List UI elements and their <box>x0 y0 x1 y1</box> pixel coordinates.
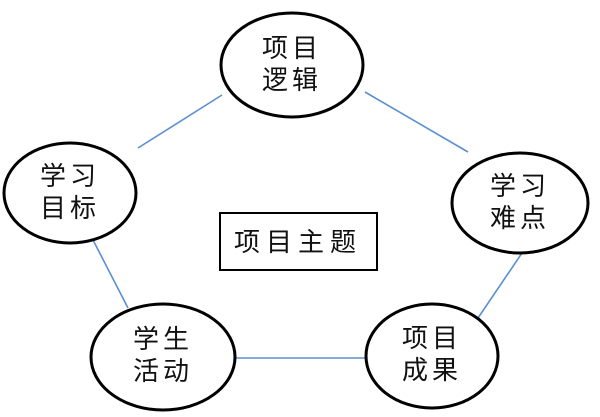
node-student-activity-line1: 学生 <box>133 325 193 355</box>
edge-goal-logic <box>137 94 223 149</box>
center-topic-box: 项目主题 <box>219 212 378 271</box>
node-learning-difficulty-line2: 难点 <box>490 204 550 234</box>
node-student-activity-line2: 活动 <box>133 357 193 387</box>
edge-logic-difficulty <box>364 91 469 153</box>
node-project-outcome-line1: 项目 <box>402 324 462 354</box>
edge-activity-goal <box>91 237 129 309</box>
node-learning-goal-line1: 学习 <box>40 162 100 192</box>
edge-difficulty-outcome <box>477 252 523 319</box>
node-learning-difficulty-line1: 学习 <box>490 172 550 202</box>
node-learning-difficulty: 学习 难点 <box>450 151 590 255</box>
connectors <box>91 91 523 359</box>
center-topic-label: 项目主题 <box>234 228 362 258</box>
node-learning-goal: 学习 目标 <box>2 141 138 245</box>
node-project-logic-line1: 项目 <box>262 34 322 64</box>
node-student-activity: 学生 活动 <box>89 302 237 412</box>
node-learning-goal-line2: 目标 <box>40 194 100 224</box>
node-project-outcome-line2: 成果 <box>402 356 462 386</box>
node-project-logic: 项目 逻辑 <box>219 11 365 119</box>
node-project-outcome: 项目 成果 <box>364 302 500 410</box>
node-project-logic-line2: 逻辑 <box>262 66 322 96</box>
